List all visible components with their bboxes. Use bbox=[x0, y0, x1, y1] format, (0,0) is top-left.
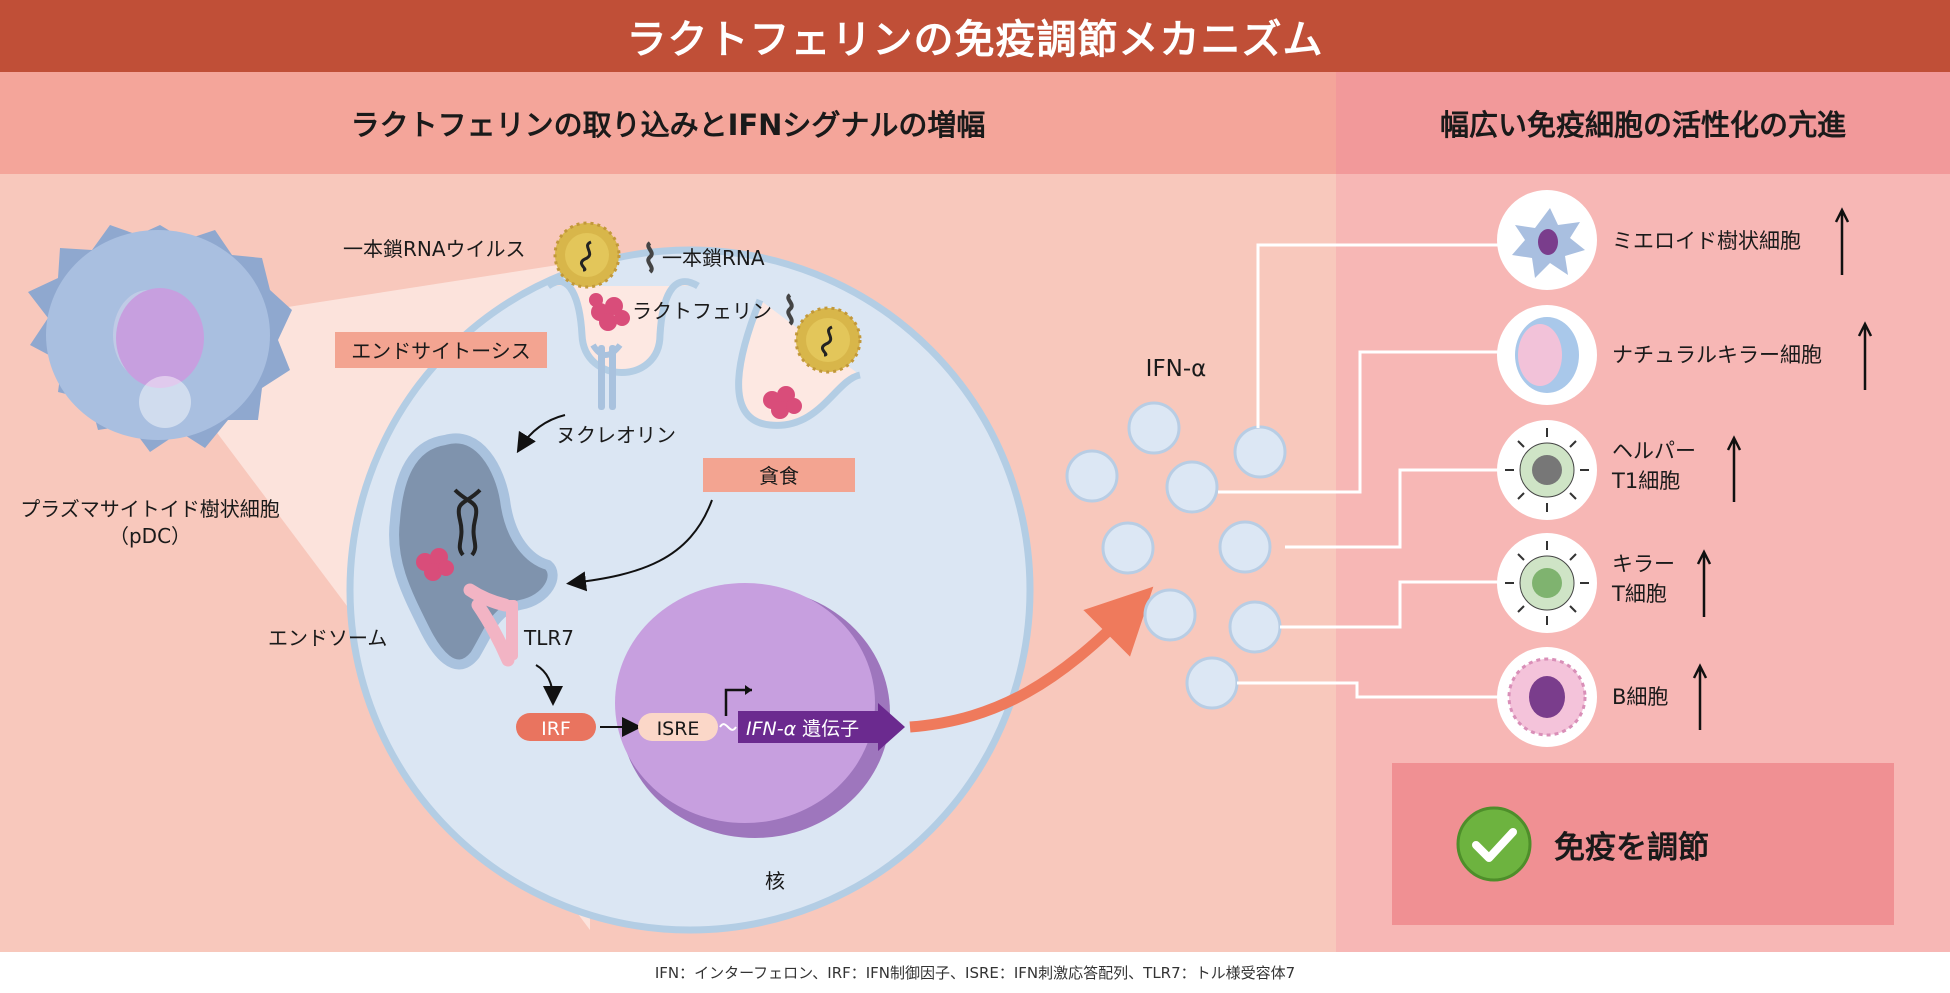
ifn-release-arrow bbox=[909, 586, 1154, 733]
nucleolin-receptor-icon bbox=[590, 343, 623, 410]
ifn-molecule bbox=[1165, 460, 1219, 514]
trend-up-icon bbox=[1692, 663, 1708, 730]
ifn-molecules bbox=[1065, 401, 1287, 710]
check-icon bbox=[1456, 806, 1532, 882]
phagocytosis-box bbox=[703, 458, 855, 492]
ifn-gene-suffix: 遺伝子 bbox=[796, 718, 859, 740]
nucleus-label: 核 bbox=[765, 869, 785, 893]
isre-label: ISRE bbox=[657, 718, 700, 740]
nucleolin-label: ヌクレオリン bbox=[556, 423, 676, 447]
trend-up-icon bbox=[1696, 549, 1712, 617]
connector-lines bbox=[1218, 243, 1500, 699]
ifn-molecule bbox=[1233, 425, 1287, 479]
ssrna-icon bbox=[646, 241, 654, 274]
ifn-molecule bbox=[1101, 521, 1155, 575]
immune-cell-label-4a: キラー bbox=[1612, 552, 1675, 576]
transcription-start-arrow bbox=[724, 688, 752, 716]
trend-up-icon bbox=[1834, 207, 1850, 275]
page-title: ラクトフェリンの免疫調節メカニズム bbox=[626, 17, 1324, 63]
left-section-header: ラクトフェリンの取り込みとIFNシグナルの増幅 bbox=[0, 72, 1336, 174]
immune-cell-label-5: B細胞 bbox=[1612, 685, 1668, 709]
ifn-molecule bbox=[1185, 656, 1239, 710]
dna-link bbox=[719, 723, 737, 731]
arrow-tlr7-to-irf bbox=[535, 664, 563, 706]
myeloid-dc-icon bbox=[1497, 190, 1597, 290]
lactoferrin-label: ラクトフェリン bbox=[632, 299, 772, 323]
immune-cell-label-2: ナチュラルキラー細胞 bbox=[1612, 343, 1822, 367]
right-section-header: 幅広い免疫細胞の活性化の亢進 bbox=[1336, 72, 1950, 174]
ssrna-virus-label: 一本鎖RNAウイルス bbox=[343, 237, 526, 261]
immune-cell-label-1: ミエロイド樹状細胞 bbox=[1612, 229, 1801, 253]
arrow-nucleolin-to-endosome bbox=[516, 414, 566, 454]
ifn-molecule bbox=[1228, 600, 1282, 654]
ifn-gene-italic: IFN-α bbox=[746, 718, 797, 740]
tlr7-receptor-icon bbox=[463, 583, 518, 667]
virus-icon bbox=[553, 221, 621, 289]
pdc-name-label: プラズマサイトイド樹状細胞 bbox=[20, 497, 280, 521]
ssrna-label: 一本鎖RNA bbox=[662, 246, 765, 270]
ssrna-icon-2 bbox=[786, 293, 794, 326]
outcome-label: 免疫を調節 bbox=[1554, 829, 1709, 866]
right-section-title: 幅広い免疫細胞の活性化の亢進 bbox=[1439, 108, 1846, 142]
virus-icon-2 bbox=[794, 306, 862, 374]
killer-t-cell-icon bbox=[1497, 533, 1597, 633]
lactoferrin-icon-2 bbox=[763, 386, 802, 419]
trend-up-icon bbox=[1726, 435, 1742, 502]
b-cell-icon bbox=[1497, 647, 1597, 747]
endosome-label: エンドソーム bbox=[268, 626, 387, 650]
lactoferrin-icon bbox=[589, 293, 630, 331]
lactoferrin-icon-3 bbox=[416, 548, 454, 581]
ifn-molecule bbox=[1065, 449, 1119, 503]
trend-up-icon bbox=[1857, 321, 1873, 390]
dna-helix-icon-2 bbox=[456, 488, 482, 557]
pdc-cell-icon bbox=[28, 225, 292, 452]
footer-abbreviations: IFN：インターフェロン、IRF：IFN制御因子、ISRE：IFN刺激応答配列、… bbox=[0, 952, 1950, 993]
trend-up-icons bbox=[1692, 207, 1873, 730]
ifn-gene-label: IFN-α 遺伝子 bbox=[746, 718, 859, 740]
pdc-abbr-label: （pDC） bbox=[109, 524, 191, 548]
immune-cell-label-4b: T細胞 bbox=[1611, 582, 1667, 606]
nk-cell-icon bbox=[1497, 305, 1597, 405]
immune-cell-label-3a: ヘルパー bbox=[1612, 439, 1696, 463]
endocytosis-pit bbox=[545, 278, 700, 376]
ifn-gene-arrow bbox=[738, 703, 905, 751]
helper-t1-cell-icon bbox=[1497, 420, 1597, 520]
ifn-alpha-label: IFN-α bbox=[1146, 356, 1207, 382]
ifn-molecule bbox=[1143, 588, 1197, 642]
outcome-box: 免疫を調節 bbox=[1392, 763, 1894, 925]
isre-pill bbox=[638, 713, 718, 741]
ifn-molecule bbox=[1127, 401, 1181, 455]
phagocytosis-label: 貪食 bbox=[759, 464, 799, 488]
tlr7-label: TLR7 bbox=[523, 626, 574, 650]
immune-cell-label-3b: T1細胞 bbox=[1611, 469, 1680, 493]
irf-pill bbox=[516, 713, 596, 741]
title-bar: ラクトフェリンの免疫調節メカニズム bbox=[0, 0, 1950, 72]
arrow-phagocytosis-to-endosome bbox=[566, 499, 713, 592]
left-section-title: ラクトフェリンの取り込みとIFNシグナルの増幅 bbox=[350, 108, 986, 142]
endocytosis-box bbox=[335, 332, 547, 368]
irf-label: IRF bbox=[541, 718, 571, 740]
ifn-molecule bbox=[1218, 520, 1272, 574]
endocytosis-label: エンドサイトーシス bbox=[351, 339, 531, 363]
